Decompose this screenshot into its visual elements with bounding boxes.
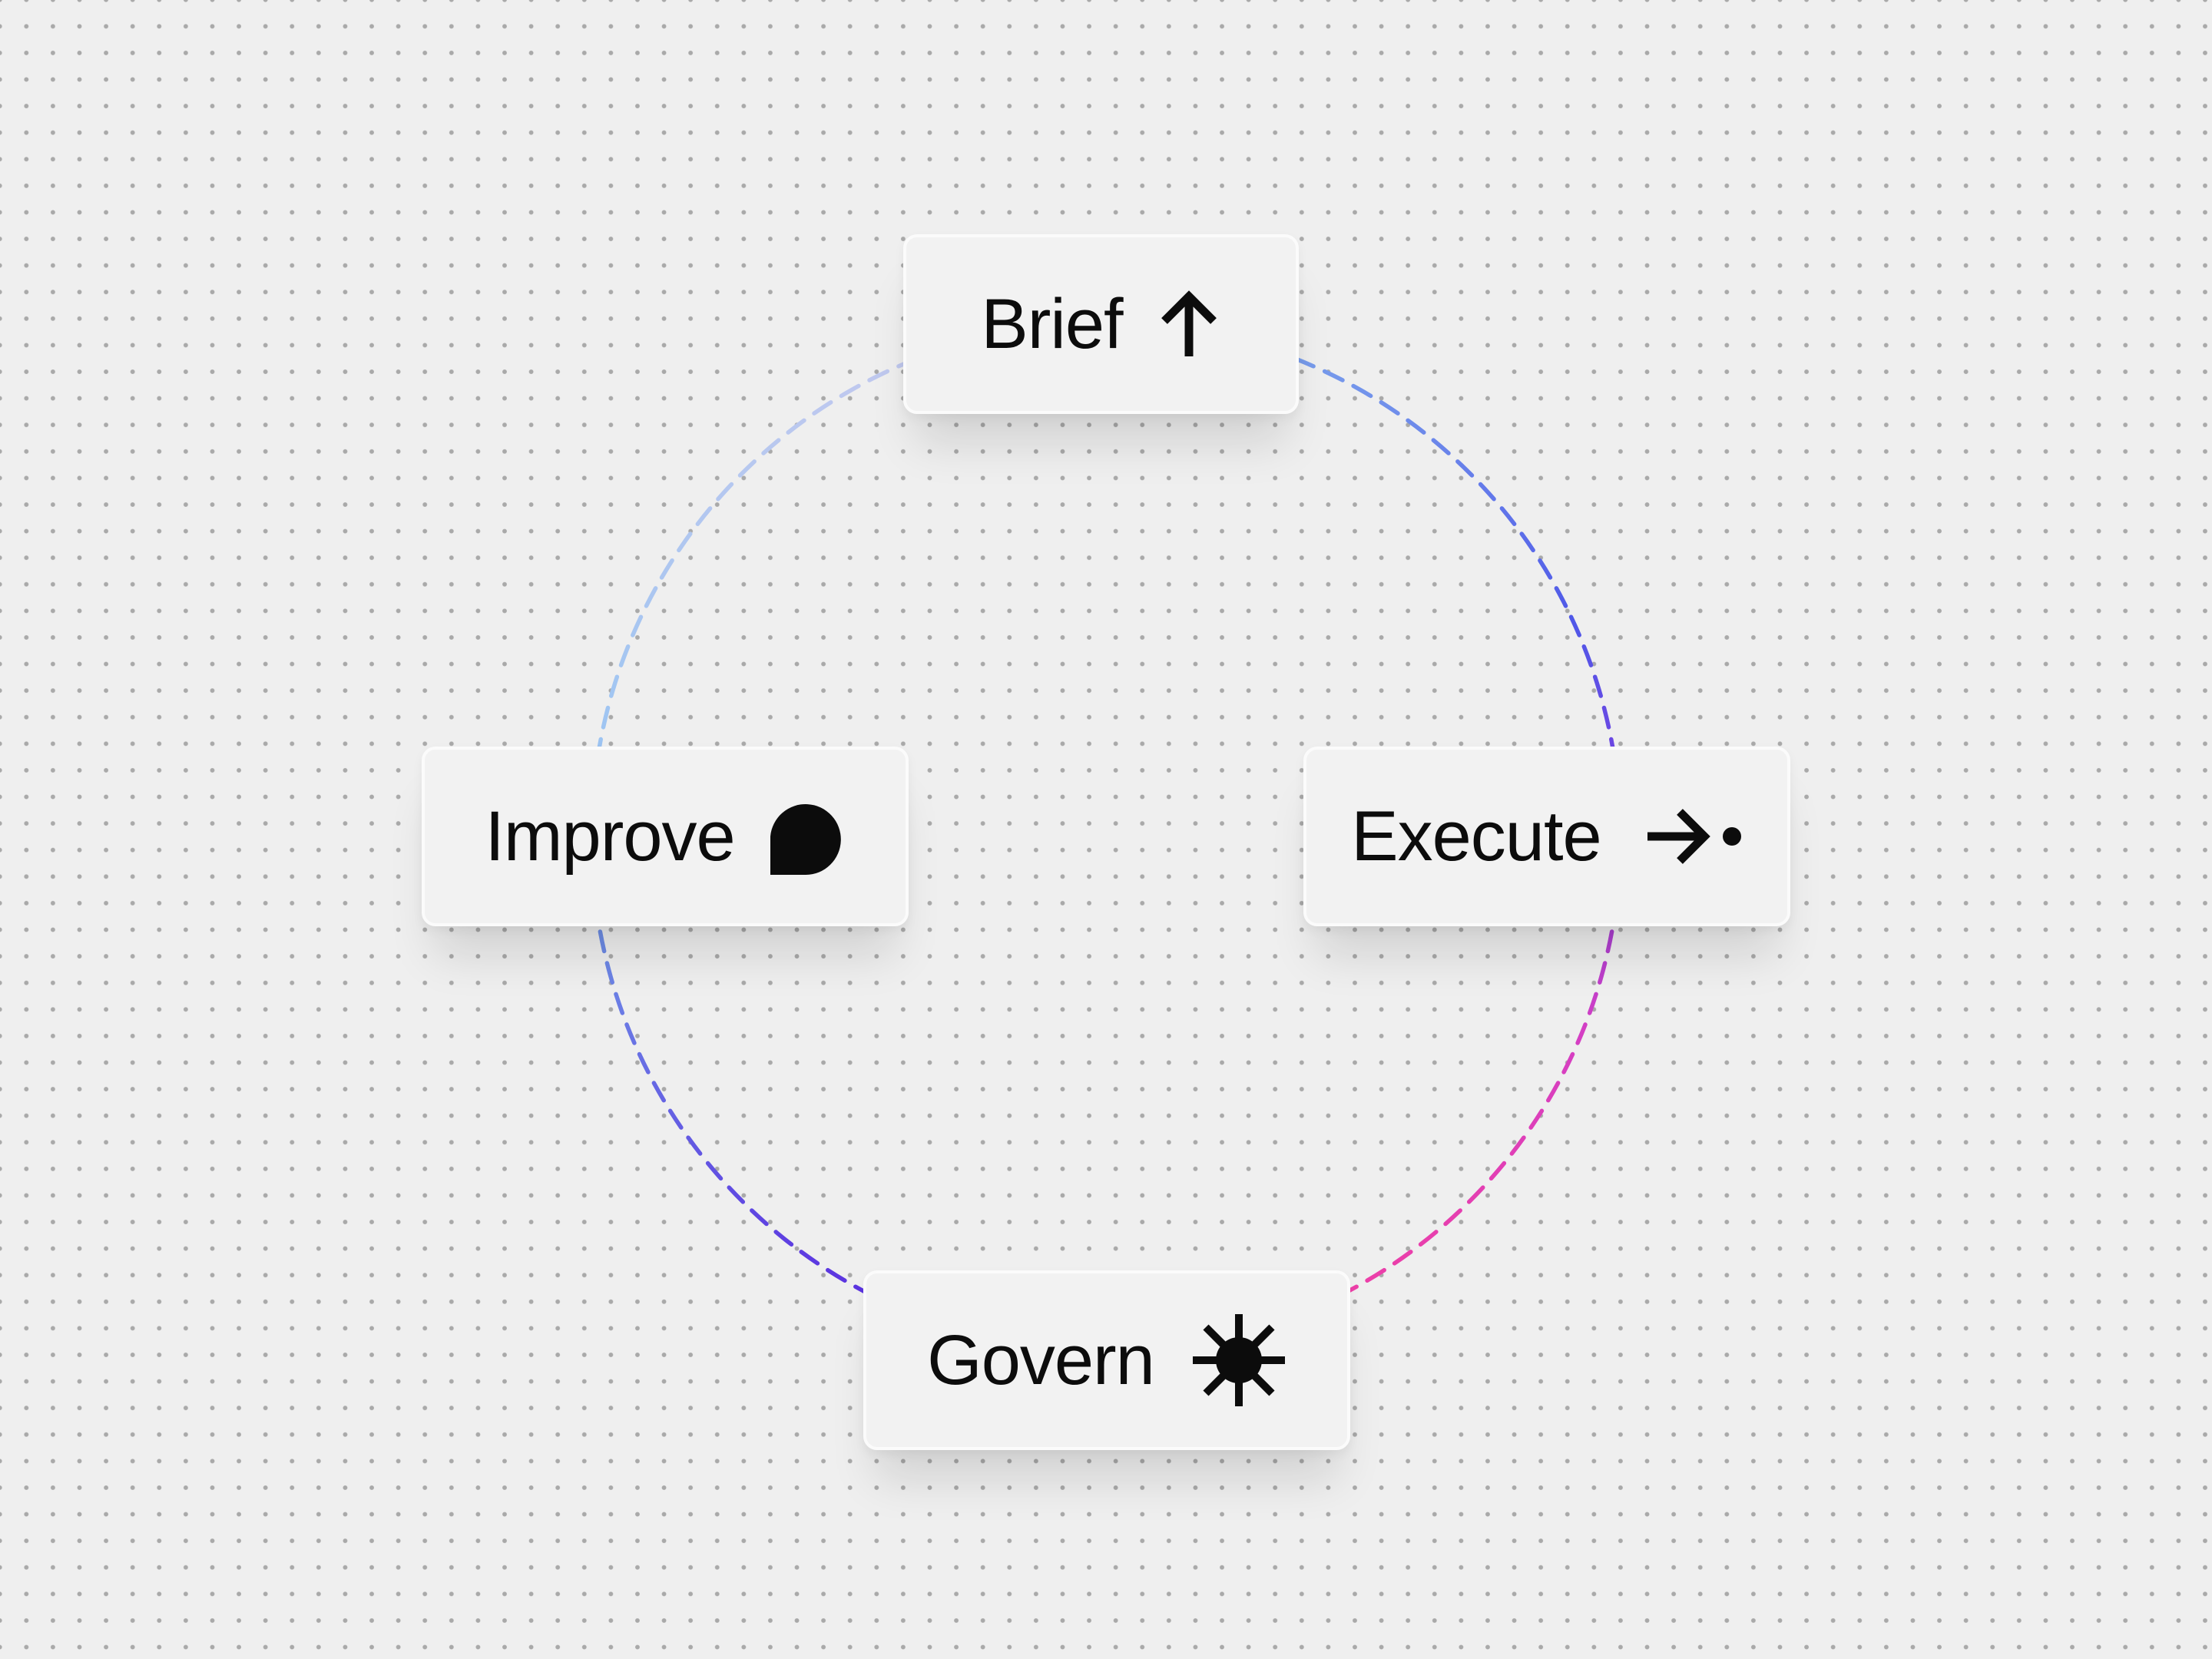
node-improve-label: Improve: [485, 797, 735, 876]
node-execute-label: Execute: [1351, 797, 1601, 876]
arrow-up-icon: [1157, 289, 1221, 359]
node-brief-label: Brief: [981, 285, 1123, 363]
node-execute[interactable]: Execute: [1303, 747, 1790, 926]
node-govern-label: Govern: [927, 1321, 1155, 1399]
arrow-right-dot-icon: [1644, 804, 1743, 869]
speech-bubble-icon: [766, 796, 846, 876]
node-improve[interactable]: Improve: [422, 747, 909, 926]
node-govern[interactable]: Govern: [863, 1270, 1350, 1450]
node-brief[interactable]: Brief: [903, 234, 1299, 414]
asterisk-burst-icon: [1191, 1313, 1286, 1408]
